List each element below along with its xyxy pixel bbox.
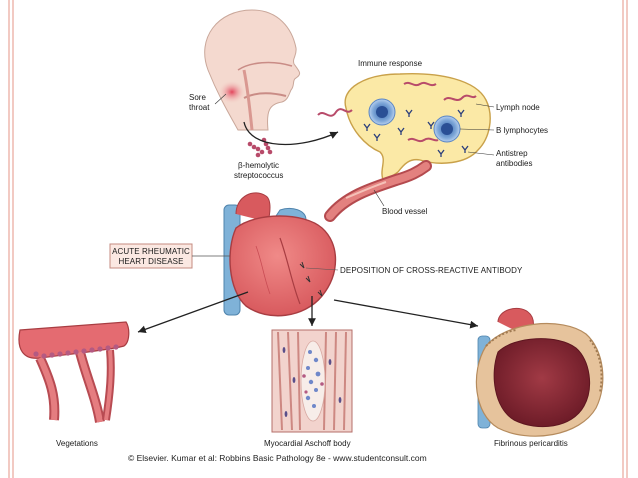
blood-vessel xyxy=(324,160,432,222)
label-sore: Sore xyxy=(189,93,206,102)
label-deposition: DEPOSITION OF CROSS-REACTIVE ANTIBODY xyxy=(340,266,523,275)
label-strep-2: streptococcus xyxy=(234,171,283,180)
heart-illustration xyxy=(223,192,337,317)
arrow-to-lymph-node xyxy=(243,121,339,146)
label-vegetations: Vegetations xyxy=(56,439,98,448)
pericarditis-illustration xyxy=(475,307,604,437)
label-throat: throat xyxy=(189,103,210,112)
acute-rheumatic-box xyxy=(109,243,193,269)
label-antistrep: Antistrep xyxy=(496,149,528,158)
credit-line: © Elsevier. Kumar et al: Robbins Basic P… xyxy=(128,453,427,463)
label-strep-1: β-hemolytic xyxy=(238,161,279,170)
head-illustration xyxy=(204,9,301,131)
label-immune-response: Immune response xyxy=(358,59,423,68)
vegetations-illustration xyxy=(18,321,130,423)
arrow-to-vegetations xyxy=(137,291,249,333)
arrow-to-pericarditis xyxy=(333,299,479,329)
label-lymph-node: Lymph node xyxy=(496,103,540,112)
label-acute-1: ACUTE RHEUMATIC xyxy=(112,247,190,256)
label-aschoff: Myocardial Aschoff body xyxy=(264,439,351,448)
label-acute-2: HEART DISEASE xyxy=(118,257,183,266)
label-b-lymphocytes: B lymphocytes xyxy=(496,126,548,135)
label-pericarditis: Fibrinous pericarditis xyxy=(494,439,568,448)
label-antibodies: antibodies xyxy=(496,159,532,168)
lymph-node xyxy=(317,73,491,184)
aschoff-body-illustration xyxy=(271,329,353,433)
label-blood-vessel: Blood vessel xyxy=(382,207,428,216)
